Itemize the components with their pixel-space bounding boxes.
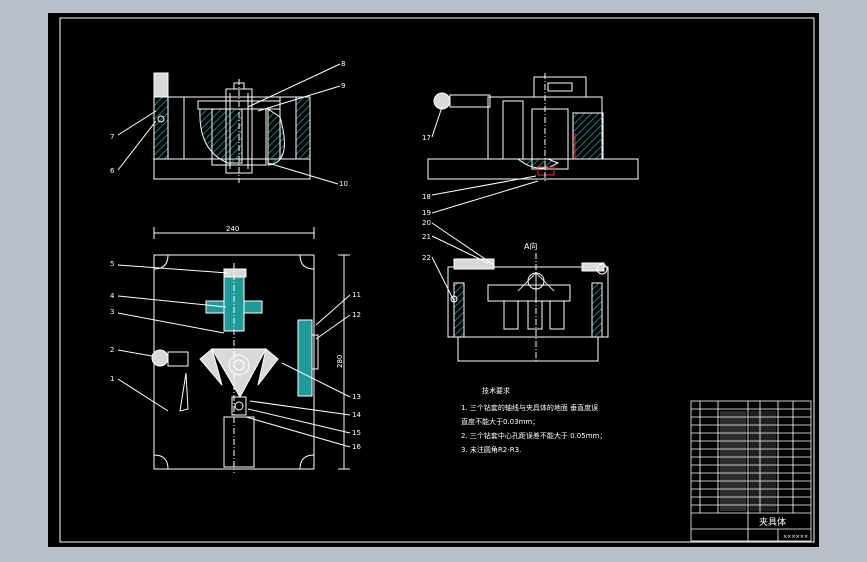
front-view [117,63,341,185]
callout-6: 6 [110,167,115,175]
drawing-frame [59,17,815,543]
callout-21: 21 [422,233,431,241]
callout-5: 5 [110,260,114,268]
notes-line-3: 2. 三个钻套中心孔距误差不能大于 0.05mm； [461,431,606,440]
title-block [690,400,812,542]
notes-title: 技术要求 [482,386,510,395]
callout-3: 3 [110,308,114,316]
callout-4: 4 [110,292,115,300]
callout-19: 19 [422,209,431,217]
callout-labels: 1 2 3 4 5 6 7 8 9 10 11 12 13 14 15 16 1… [110,60,537,451]
callout-13: 13 [352,393,361,401]
callout-10: 10 [339,180,348,188]
dimension-height: 280 [336,355,344,368]
dimension-width: 240 [226,225,239,233]
callout-8: 8 [341,60,345,68]
notes-line-4: 3. 未注圆角R2-R3. [461,445,521,454]
callout-1: 1 [110,375,114,383]
drawing-name: 夹具体 [759,516,786,528]
callout-20: 20 [422,219,431,227]
callout-15: 15 [352,429,361,437]
drawing-sheet[interactable]: 1 2 3 4 5 6 7 8 9 10 11 12 13 14 15 16 1… [48,13,819,547]
notes-line-2: 直度不能大于0.03mm； [461,417,539,426]
plan-view [117,227,351,473]
fixture-drawing: 1 2 3 4 5 6 7 8 9 10 11 12 13 14 15 16 1… [59,17,815,543]
callout-16: 16 [352,443,361,451]
callout-12: 12 [352,311,361,319]
technical-notes: 技术要求 1. 三个钻套的轴线与夹具体的地面 垂直度误 直度不能大于0.03mm… [461,386,606,454]
callout-11: 11 [352,291,361,299]
notes-line-1: 1. 三个钻套的轴线与夹具体的地面 垂直度误 [461,403,598,412]
section-view [431,222,609,363]
callout-18: 18 [422,193,431,201]
side-view [427,73,639,214]
callout-7: 7 [110,133,114,141]
callout-2: 2 [110,346,114,354]
section-label: A向 [524,241,537,251]
callout-22: 22 [422,254,431,262]
callout-14: 14 [352,411,361,419]
callout-17: 17 [422,134,431,142]
company-note: ×××××× [783,534,808,540]
callout-9: 9 [341,82,345,90]
